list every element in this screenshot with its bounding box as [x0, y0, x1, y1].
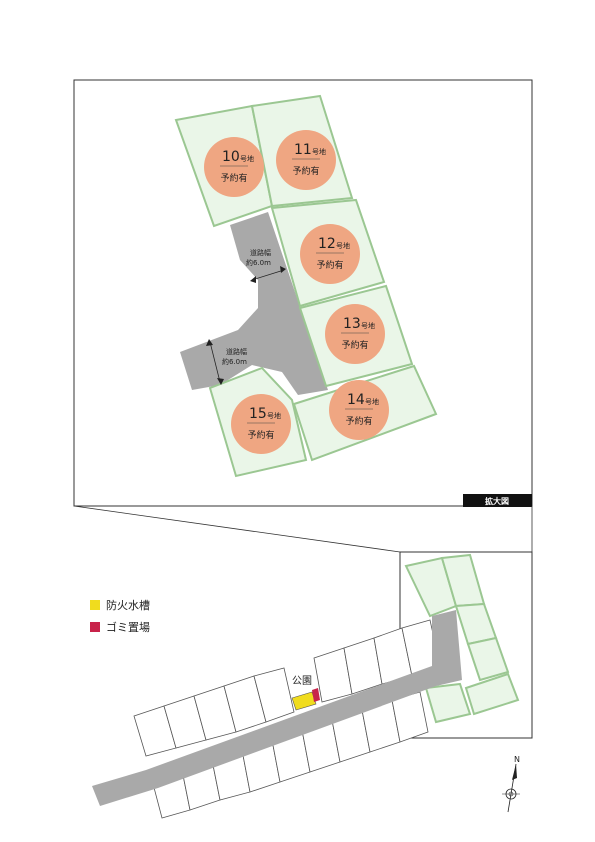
lot-badge-12 [300, 224, 360, 284]
svg-text:道路幅: 道路幅 [250, 248, 271, 257]
svg-text:予約有: 予約有 [316, 259, 343, 271]
connector-line [73, 505, 401, 553]
svg-text:11: 11 [294, 142, 312, 158]
overview-road [92, 610, 462, 806]
svg-text:約6.0m: 約6.0m [246, 258, 271, 267]
lot-label-10: 10 号地 予約有 [220, 149, 254, 184]
overview-lot [466, 636, 510, 682]
lot-badge-13 [325, 304, 385, 364]
road-width-annotation-2: 道路幅 約6.0m [206, 339, 247, 385]
svg-text:号地: 号地 [312, 147, 326, 156]
svg-text:号地: 号地 [365, 397, 379, 406]
road-width-annotation-1: 道路幅 約6.0m [246, 248, 286, 283]
legend-label-fire-tank: 防火水槽 [106, 598, 150, 612]
overview-lots-upper [133, 619, 441, 757]
svg-text:号地: 号地 [361, 321, 375, 330]
svg-text:予約有: 予約有 [220, 172, 247, 184]
svg-text:予約有: 予約有 [341, 339, 368, 351]
lot-label-15: 15 号地 予約有 [247, 406, 281, 441]
svg-text:号地: 号地 [336, 241, 350, 250]
lot-label-12: 12 号地 予約有 [316, 236, 350, 271]
svg-text:12: 12 [318, 236, 336, 252]
overview-lot [424, 682, 472, 724]
legend-swatch-garbage [90, 622, 100, 632]
lot-label-13: 13 号地 予約有 [341, 316, 375, 351]
lot-badge-10 [204, 137, 264, 197]
fire-water-tank-marker [291, 691, 317, 711]
overview-lot [464, 672, 520, 716]
lot-badge-15 [231, 394, 291, 454]
svg-text:予約有: 予約有 [345, 415, 372, 427]
compass-north-label: N [514, 755, 520, 764]
svg-text:予約有: 予約有 [292, 165, 319, 177]
svg-text:14: 14 [347, 392, 365, 408]
svg-text:号地: 号地 [267, 411, 281, 420]
enlarged-label-box [463, 494, 532, 507]
svg-text:号地: 号地 [240, 154, 254, 163]
enlarged-road [180, 212, 328, 395]
legend-label-garbage: ゴミ置場 [106, 620, 150, 634]
svg-text:10: 10 [222, 149, 240, 165]
lot-badge-11 [276, 130, 336, 190]
svg-text:15: 15 [249, 406, 267, 422]
lot-label-14: 14 号地 予約有 [345, 392, 379, 427]
svg-text:道路幅: 道路幅 [226, 347, 247, 356]
lot-label-11: 11 号地 予約有 [292, 142, 326, 177]
compass-icon: N [502, 755, 520, 813]
enlarged-label: 拡大図 [485, 496, 509, 506]
lot-badge-14 [329, 380, 389, 440]
svg-text:約6.0m: 約6.0m [222, 357, 247, 366]
svg-text:予約有: 予約有 [247, 429, 274, 441]
garbage-area-marker [312, 688, 320, 702]
park-label: 公園 [292, 675, 312, 687]
legend-swatch-fire-tank [90, 600, 100, 610]
svg-text:13: 13 [343, 316, 361, 332]
